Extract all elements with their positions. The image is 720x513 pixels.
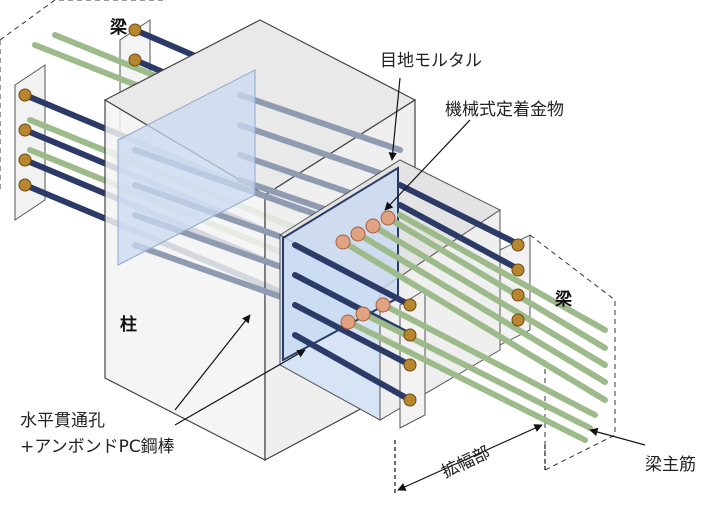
beam-main-rebars [337,212,608,443]
anchor-nuts [403,238,525,407]
label-beam-top-left: 梁 [109,17,128,38]
leader-lines [174,77,646,446]
mechanical-anchors [335,210,396,330]
left-beam-nuts [18,23,142,192]
label-column: 柱 [120,314,137,335]
widening-dimension [394,424,546,495]
label-widening: 拡幅部 [439,443,494,483]
label-main-rebar: 梁主筋 [645,455,696,475]
label-pc-bar-line1: 水平貫通孔 [20,411,105,431]
mortar-plate-left [117,69,256,266]
label-beam-right: 梁 [554,289,573,310]
label-anchor: 機械式定着金物 [445,100,564,120]
label-mortar: 目地モルタル [380,51,482,71]
label-pc-bar-line2: +アンボンドPC鋼棒 [20,437,175,457]
